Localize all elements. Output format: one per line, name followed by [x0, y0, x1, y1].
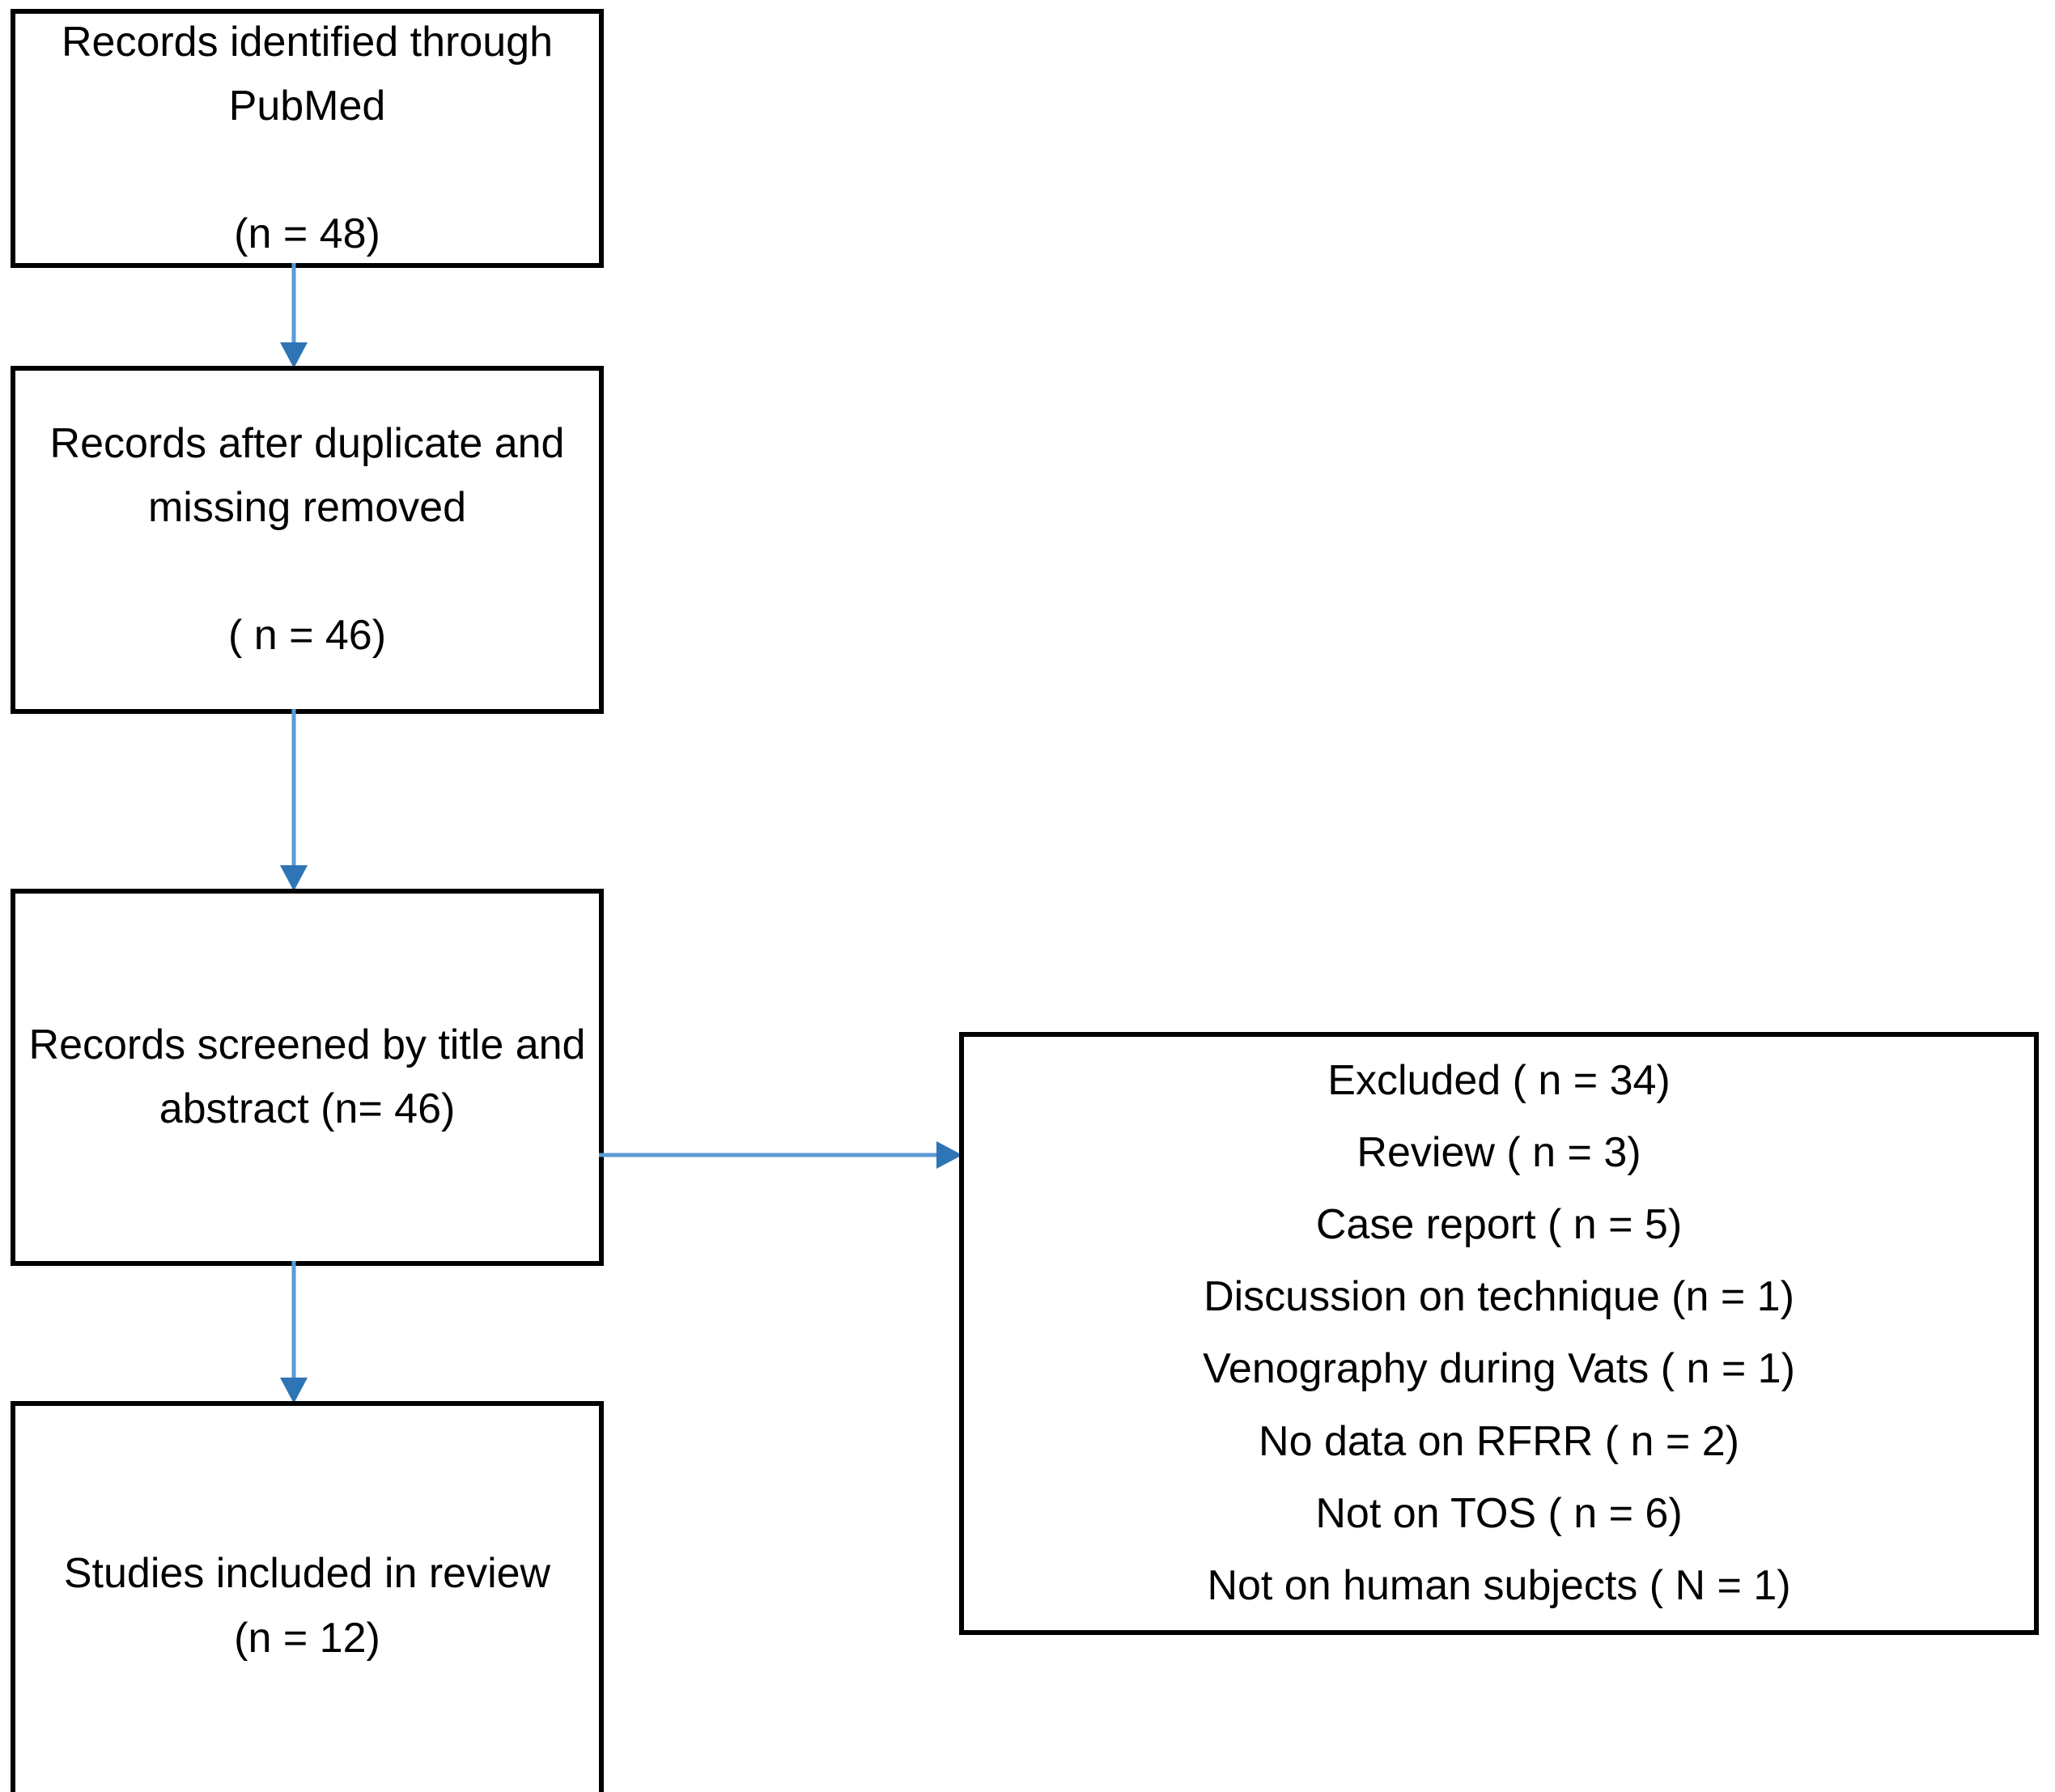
excluded-line-not-on-tos: Not on TOS ( n = 6) — [1315, 1489, 1683, 1537]
node-excluded-reasons: Excluded ( n = 34) Review ( n = 3) Case … — [959, 1032, 2039, 1635]
excluded-line-discussion-on-technique: Discussion on technique (n = 1) — [1204, 1273, 1794, 1321]
node-records-after-duplicate-removal: Records after duplicate and missing remo… — [11, 366, 604, 714]
excluded-line-not-on-human-subjects: Not on human subjects ( N = 1) — [1207, 1561, 1791, 1609]
excluded-line-venography-during-vats: Venography during Vats ( n = 1) — [1203, 1345, 1795, 1393]
node-studies-included: Studies included in review (n = 12) — [11, 1401, 604, 1792]
arrow-deduplicated-to-screened — [280, 709, 308, 891]
node-records-after-duplicate-removal-text: Records after duplicate and missing remo… — [49, 419, 565, 660]
excluded-line-case-report: Case report ( n = 5) — [1315, 1201, 1683, 1249]
node-records-identified: Records identified through PubMed (n = 4… — [11, 9, 604, 268]
excluded-line-review: Review ( n = 3) — [1357, 1129, 1641, 1177]
excluded-line-total: Excluded ( n = 34) — [1327, 1057, 1671, 1104]
excluded-line-no-data-on-rfrr: No data on RFRR ( n = 2) — [1259, 1417, 1739, 1465]
arrow-screened-to-excluded — [599, 1141, 962, 1169]
excluded-reason-list: Excluded ( n = 34) Review ( n = 3) Case … — [964, 1037, 2034, 1630]
node-records-screened-text: Records screened by title and abstract (… — [28, 1021, 586, 1132]
node-records-identified-text: Records identified through PubMed (n = 4… — [61, 18, 554, 258]
arrow-screened-to-included — [280, 1261, 308, 1403]
node-records-screened: Records screened by title and abstract (… — [11, 889, 604, 1266]
node-studies-included-text: Studies included in review (n = 12) — [63, 1550, 551, 1662]
arrow-identified-to-deduplicated — [280, 263, 308, 368]
